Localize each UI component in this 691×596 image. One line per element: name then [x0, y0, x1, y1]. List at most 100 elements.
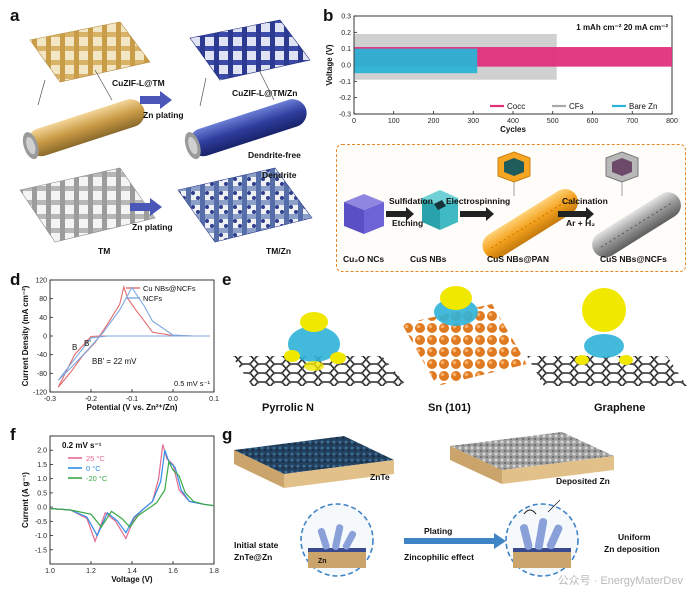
chart-b-xlabel: Cycles: [500, 125, 526, 134]
chart-b-x-tick-label: 0: [352, 118, 356, 125]
chart-d-xlabel: Potential (V vs. Zn²⁺/Zn): [87, 403, 178, 412]
chart-b-x-tick-label: 200: [428, 118, 440, 125]
plating-arrow: [404, 533, 506, 549]
label-cu2o: Cu₂O NCs: [343, 254, 385, 264]
label-calcination: Calcination: [562, 196, 608, 206]
chart-d-x-tick-label: -0.3: [44, 396, 56, 403]
chart-b-x-tick-label: 800: [666, 118, 678, 125]
chart-f-xlabel: Voltage (V): [111, 575, 153, 584]
panel-a-illustration: [19, 19, 313, 243]
label-zincophilic: Zincophilic effect: [404, 552, 474, 562]
chart-f-y-tick-label: 2.0: [37, 448, 47, 455]
chart-b-y-tick-label: -0.1: [339, 79, 351, 86]
cus-ncfs-unit: [605, 151, 639, 196]
chart-f-x-tick-label: 1.8: [209, 568, 219, 575]
chart-f-x-tick-label: 1.0: [45, 568, 55, 575]
chart-f-x-tick-label: 1.6: [168, 568, 178, 575]
label-dendrite: Dendrite: [262, 170, 297, 180]
cuzif-rod: [22, 99, 145, 160]
panel-letter-a: a: [10, 6, 20, 25]
panel-letter-g: g: [222, 425, 233, 444]
label-tm: TM: [98, 246, 111, 256]
chart-f-scanrate: 0.2 mV s⁻¹: [62, 441, 102, 450]
label-dendrite-free: Dendrite-free: [248, 150, 301, 160]
cus-ncfs-rod: [592, 192, 681, 258]
deposited-zn-zoom: [505, 499, 579, 577]
chart-d-y-tick-label: 120: [35, 278, 47, 285]
chart-d-y-tick-label: -80: [37, 371, 47, 378]
chart-f-series-0: [49, 444, 215, 543]
chart-b-y-tick-label: 0.3: [341, 14, 351, 21]
cuzif-zn-rod: [184, 99, 307, 160]
chart-b-y-tick-label: 0.2: [341, 30, 351, 37]
label-cuzif-tm-zn: CuZIF-L@TM/Zn: [232, 88, 298, 98]
chart-b-x-tick-label: 700: [626, 118, 638, 125]
label-tm-zn: TM/Zn: [266, 246, 292, 256]
chart-b-legend-label: Bare Zn: [629, 102, 657, 111]
watermark: 公众号 · EnergyMaterDev: [557, 575, 683, 587]
label-graphene: Graphene: [594, 402, 646, 414]
graphene-model: [527, 288, 687, 386]
label-zn-plating-bottom: Zn plating: [132, 222, 173, 232]
chart-d-series-1: [57, 286, 210, 381]
panel-c-illustration: [344, 151, 681, 259]
chart-b-ylabel: Voltage (V): [325, 44, 334, 86]
chart-b-y-tick-label: 0.1: [341, 46, 351, 53]
sn-101-model: [402, 286, 527, 386]
chart-d-x-tick-label: 0.1: [209, 396, 219, 403]
panel-letter-d: d: [10, 270, 21, 289]
label-ar-h2: Ar + H₂: [566, 218, 596, 228]
chart-d-legend-label: NCFs: [143, 294, 162, 303]
chart-b-x-tick-label: 300: [467, 118, 479, 125]
znte-zoom: [300, 503, 374, 577]
chart-d-legend-label: Cu NBs@NCFs: [143, 284, 196, 293]
label-etching: Etching: [392, 218, 424, 228]
cuzif-mesh: [29, 21, 151, 83]
panel-g-illustration: [234, 432, 614, 577]
label-znte: ZnTe: [370, 472, 390, 482]
chart-f-y-tick-label: 0.0: [37, 505, 47, 512]
label-cus-pan: CuS NBs@PAN: [487, 254, 549, 264]
label-initial-state: Initial state: [234, 540, 279, 550]
tm-zn-mesh: [177, 167, 313, 243]
panel-letter-f: f: [10, 425, 16, 444]
chart-b-legend-label: Cocc: [507, 102, 525, 111]
label-cus: CuS NBs: [410, 254, 447, 264]
chart-f-plot-frame: [49, 435, 215, 565]
label-zn-deposition: Zn deposition: [604, 544, 660, 554]
label-pyrrolic-n: Pyrrolic N: [262, 402, 314, 414]
chart-b-annotation: 1 mAh cm⁻² 20 mA cm⁻²: [576, 23, 668, 32]
chart-b-x-tick-label: 600: [587, 118, 599, 125]
chart-f-y-tick-label: -1.5: [35, 547, 47, 554]
label-electrospinning: Electrospinning: [446, 196, 511, 206]
arrow-electrospinning: [460, 207, 494, 221]
chart-d-y-tick-label: 0: [43, 334, 47, 341]
chart-f-y-tick-label: 0.5: [37, 490, 47, 497]
arrow-calcination: [558, 207, 594, 221]
cus-box: [422, 190, 458, 230]
chart-f-x-tick-label: 1.2: [86, 568, 96, 575]
chart-d-marker-b2: B': [84, 339, 91, 348]
label-plating: Plating: [424, 526, 453, 536]
label-cuzif-tm: CuZIF-L@TM: [112, 78, 165, 88]
chart-b-x-tick-label: 400: [507, 118, 519, 125]
chart-b-x-tick-label: 500: [547, 118, 559, 125]
chart-b-y-tick-label: -0.3: [339, 112, 351, 119]
znte-zn-slab: [234, 436, 394, 488]
chart-b-series-bare-zn: [354, 48, 478, 74]
chart-f-ylabel: Current (A g⁻¹): [21, 472, 30, 528]
chart-d-x-tick-label: -0.2: [85, 396, 97, 403]
chart-f-y-tick-label: 1.0: [37, 476, 47, 483]
zn-plating-arrow-top: [140, 91, 172, 109]
chart-d-x-tick-label: -0.1: [126, 396, 138, 403]
chart-f-y-tick-label: -0.5: [35, 519, 47, 526]
chart-f-legend-label: 25 °C: [86, 454, 105, 463]
zn-plating-arrow-bottom: [130, 198, 162, 216]
arrow-sulfidation: [386, 207, 414, 221]
label-deposited-zn: Deposited Zn: [556, 476, 610, 486]
pyrrolic-n-model: [232, 312, 407, 386]
chart-b-y-tick-label: -0.2: [339, 95, 351, 102]
panel-e-illustration: [232, 286, 687, 386]
